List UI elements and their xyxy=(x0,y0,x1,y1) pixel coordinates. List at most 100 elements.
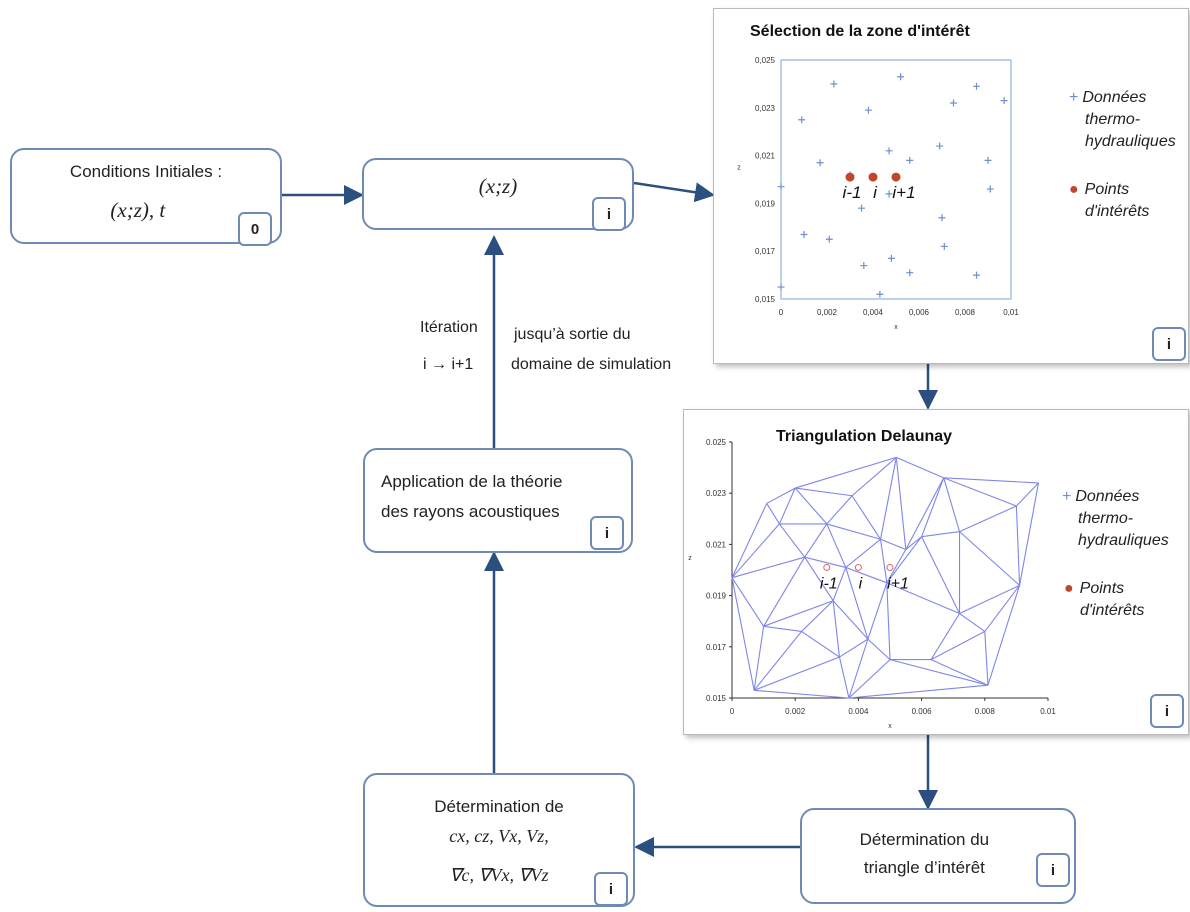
triangle-edge xyxy=(896,456,944,479)
y-tick-label: 0.025 xyxy=(706,438,727,447)
triangle-edge xyxy=(766,503,780,525)
triangle-edge xyxy=(895,457,907,550)
triangle-edge xyxy=(731,523,780,579)
x-tick-label: 0.004 xyxy=(848,707,869,716)
triangle-edge xyxy=(763,600,834,627)
data-point xyxy=(973,82,980,90)
data-point xyxy=(864,106,872,114)
triangle-edge xyxy=(921,531,960,538)
y-tick-label: 0.017 xyxy=(706,643,727,652)
delaunay-legend-data: +Données thermo- hydrauliques xyxy=(1062,486,1169,552)
iteration-condition-line1: jusqu’à sortie du xyxy=(514,326,631,343)
triangle-line1: Détermination du xyxy=(859,830,990,849)
triangle-edge xyxy=(886,536,923,584)
triangle-edge xyxy=(959,584,1020,615)
gradients-line1: cx, cz, Vx, Vz, xyxy=(449,826,549,846)
triangle-edge xyxy=(839,638,869,658)
position-box: (x;z) xyxy=(362,158,634,230)
triangle-edge xyxy=(845,538,881,568)
triangle-edge xyxy=(886,549,907,584)
triangle-edge xyxy=(943,477,961,532)
triangle-edge xyxy=(1015,505,1021,586)
selection-legend-data: +Données thermo- hydrauliques xyxy=(1069,87,1176,153)
initial-conditions-box: Conditions Initiales : (x;z), t⃗ xyxy=(10,148,282,244)
x-axis-label: x xyxy=(894,324,898,331)
data-point xyxy=(940,242,948,250)
y-tick-label: 0.021 xyxy=(706,540,727,549)
triangle-edge xyxy=(763,625,802,632)
data-point xyxy=(816,159,824,167)
triangle-edge xyxy=(832,567,847,601)
arrow-pos-to-selection xyxy=(633,181,715,203)
triangle-edge xyxy=(795,487,853,497)
step-tag-pos: i xyxy=(592,197,626,231)
triangle-edge xyxy=(778,523,806,558)
legend-points-line1: Points xyxy=(1084,181,1130,198)
triangle-edge xyxy=(826,523,847,568)
triangle-edge xyxy=(766,487,796,504)
legend-points-line2: d'intérêts xyxy=(1080,602,1145,619)
data-point xyxy=(858,204,865,212)
triangle-edge xyxy=(879,539,888,583)
interest-point-label: i xyxy=(859,575,863,592)
initial-conditions-formula: (x;z), t⃗ xyxy=(110,198,182,222)
legend-data-line3: hydrauliques xyxy=(1078,532,1169,549)
y-axis-label: z xyxy=(737,165,741,172)
triangle-edge xyxy=(778,487,796,525)
triangle-edge xyxy=(731,503,768,578)
ray-theory-line1: Application de la théorie xyxy=(381,472,563,491)
triangle-edge xyxy=(838,656,850,699)
interest-point xyxy=(891,172,901,182)
x-tick-label: 0,002 xyxy=(817,308,838,317)
legend-plus-icon: + xyxy=(1062,488,1072,505)
triangle-edge xyxy=(804,556,834,602)
x-axis-label: x xyxy=(888,723,892,730)
gradients-box: Détermination de cx, cz, Vx, Vz, ∇c, ∇Vx… xyxy=(363,773,635,907)
triangle-edge xyxy=(905,477,945,550)
triangle-box: Détermination du triangle d’intérêt xyxy=(800,808,1076,904)
legend-data-line3: hydrauliques xyxy=(1085,133,1176,150)
triangle-edge xyxy=(880,538,907,551)
y-tick-label: 0,021 xyxy=(755,152,776,161)
x-tick-label: 0,004 xyxy=(863,308,884,317)
triangle-edge xyxy=(930,630,986,661)
triangle-edge xyxy=(851,456,897,497)
x-tick-label: 0 xyxy=(779,308,784,317)
triangle-edge xyxy=(763,556,806,627)
data-point xyxy=(936,142,944,150)
legend-dot-icon: ● xyxy=(1069,181,1079,198)
legend-data-line1: Données xyxy=(1075,488,1140,505)
interest-point xyxy=(886,563,894,571)
legend-dot-icon: ● xyxy=(1064,580,1074,597)
y-tick-label: 0.023 xyxy=(706,489,727,498)
plot-frame xyxy=(780,59,1012,300)
y-tick-label: 0,023 xyxy=(755,104,776,113)
selection-title: Sélection de la zone d'intérêt xyxy=(750,23,970,40)
x-tick-label: 0.01 xyxy=(1040,707,1056,716)
triangle-edge xyxy=(943,477,1039,484)
legend-data-line1: Données xyxy=(1082,89,1147,106)
y-axis-label: z xyxy=(688,555,692,562)
triangle-edge xyxy=(795,456,897,489)
triangle-edge xyxy=(753,656,840,691)
iteration-label: Itération xyxy=(420,319,478,336)
triangle-edge xyxy=(845,566,888,584)
triangle-edge xyxy=(886,582,891,660)
interest-point xyxy=(868,172,878,182)
triangle-edge xyxy=(984,631,989,686)
gradients-line2: ∇c, ∇Vx, ∇Vz xyxy=(449,865,549,885)
delaunay-title: Triangulation Delaunay xyxy=(776,428,953,445)
triangle-edge xyxy=(889,659,989,686)
triangle-edge xyxy=(848,684,989,699)
triangle-edge xyxy=(753,631,802,691)
step-tag-selection: i xyxy=(1152,327,1186,361)
triangle-edge xyxy=(845,567,869,640)
triangle-edge xyxy=(804,523,828,558)
step-tag-delaunay: i xyxy=(1150,694,1184,728)
y-tick-label: 0.015 xyxy=(706,694,727,703)
triangle-edge xyxy=(851,495,881,540)
y-tick-label: 0,019 xyxy=(755,199,776,208)
